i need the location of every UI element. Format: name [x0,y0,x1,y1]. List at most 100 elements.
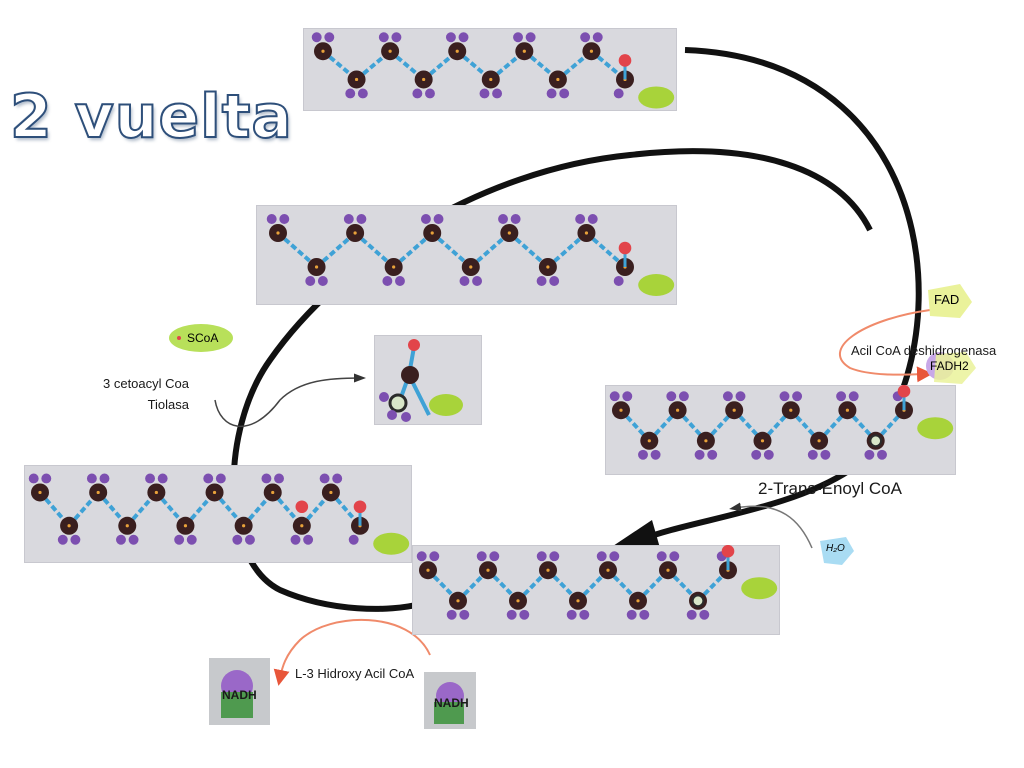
hydrogen-atom [459,276,470,286]
hydrogen-atom [116,534,126,545]
carbon-center [422,77,426,82]
hydrogen-atom [525,32,536,43]
hydrogen-atom [319,473,330,484]
bond [619,408,651,443]
hydrogen-atom [678,391,689,402]
carbon-center [455,49,459,53]
water-label: H₂O [826,543,845,554]
acetyl-coa-molecule [379,339,463,422]
nadh-left-badge: NADH [209,658,270,725]
hydrogen-atom [694,449,705,460]
carbon-center [704,439,708,443]
hydrogen-atom [391,32,402,43]
hydrogen-atom [28,473,39,484]
bond [456,568,490,603]
ring-marker [691,594,705,608]
hydrogen-atom [416,551,427,562]
hydrogen-atom [356,214,367,224]
hydrogen-atom [820,449,831,460]
hydrogen-atom [232,534,243,545]
water-arrow [729,502,813,549]
hydrogen-atom [41,473,52,484]
carbon-center [576,599,580,603]
hydrogen-atom [579,609,590,620]
hydrogen-atom [592,32,603,43]
hydrogen-atom [425,88,435,99]
carbon-center [486,568,490,572]
hydrogen-atom [395,276,405,286]
thiolase-arrow [214,373,366,428]
oxygen-atom [618,241,632,255]
oxygen-atom [353,500,367,514]
hydrogen-atom [324,32,335,43]
hydrogen-atom [445,32,456,43]
hydrogen-atom [559,88,570,99]
hydrogen-atom [864,449,875,460]
bond [704,408,736,443]
carbon-center [430,231,434,235]
hydrogen-atom [186,534,197,545]
hydrogen-atom [343,214,354,224]
hydrogen-atom [489,551,500,562]
carbon-center [589,49,594,53]
hydrogen-atom [609,551,620,562]
carbon-center [507,231,511,235]
hydrogen-atom [128,534,139,545]
nadh-arrow [273,618,431,686]
carbon-center [242,524,246,528]
hydrogen-atom [459,609,470,620]
carbon-center [388,49,392,53]
carbon-center [647,439,651,443]
carbon-center [489,77,493,82]
carbon-center [636,599,640,603]
molecule-panel-top [303,28,677,111]
hydrogen-atom [566,609,577,620]
carbon-center [96,490,100,495]
bond [874,408,906,443]
hydrogen-atom [656,551,667,562]
bond [666,568,700,603]
hydrogen-atom [513,32,523,43]
hydrogen-atom [429,551,440,562]
hydrogen-atom [622,391,633,402]
hydrogen-atom [792,391,803,402]
bond [576,568,610,603]
hydrogen-atom [613,276,624,286]
bond [789,408,821,443]
label-thiolase-1: 3 cetoacyl Coa [103,376,189,391]
hydrogen-atom [332,473,343,484]
hydrogen-atom [174,534,185,545]
hydrogen-atom [498,214,508,224]
coa-group [741,577,778,600]
scoa-label: SCoA [187,331,219,345]
bond [761,408,793,443]
carbon-center [676,408,680,412]
hydrogen-atom [639,609,650,620]
hydrogen-atom [836,391,847,402]
carbon-center [353,231,357,235]
scoa-badge: SCoA [165,312,237,358]
carbon-center [212,490,217,495]
hydrogen-atom [345,88,356,99]
hydrogen-atom [519,609,530,620]
hydrogen-atom [472,276,483,286]
hydrogen-atom [305,276,316,286]
carbon-center [619,408,623,412]
fad-arrow [838,309,933,383]
hydrogen-atom [549,276,560,286]
hydrogen-atom [279,214,290,224]
hydrogen-atom [378,32,389,43]
hydrogen-atom [609,391,620,402]
carbon-center [276,231,280,235]
carbon-center [789,408,793,412]
hydrogen-atom [669,551,680,562]
hydrogen-atom [807,449,818,460]
bond [426,568,460,603]
nadh-right-label: NADH [434,696,469,710]
hydrogen-atom [266,214,277,224]
carbon-center [125,524,129,528]
hydrogen-atom [157,473,168,484]
hydrogen-atom [446,609,457,620]
hydrogen-atom [420,214,431,224]
hydrogen-atom [303,534,314,545]
